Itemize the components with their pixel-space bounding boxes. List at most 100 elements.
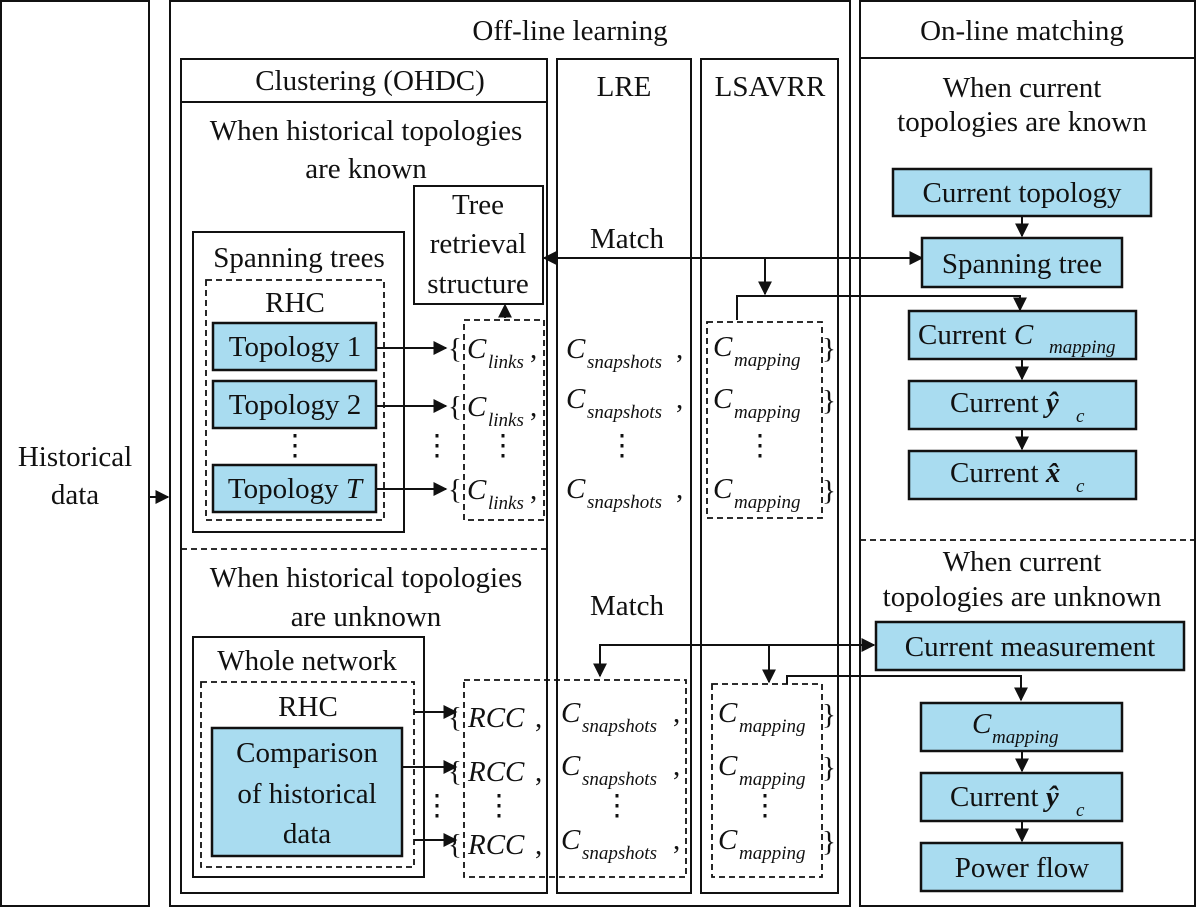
cmapping-online-box (919, 701, 1124, 753)
mapping-subscript: mapping (734, 350, 801, 371)
mapping-subscript: mapping (739, 716, 806, 737)
c-symbol: C (467, 391, 487, 423)
cmapping-to-current-arrow (736, 295, 1027, 320)
c-symbol: C (713, 331, 733, 363)
current-cmapping-label: Current C (918, 319, 1034, 351)
clinks-dashed-box (463, 319, 545, 521)
topology-t-label: Topology T (228, 473, 364, 505)
csnapshots-known-row-2: C snapshots , (566, 383, 683, 423)
comma: , (530, 391, 537, 423)
mapping-subscript: mapping (734, 492, 801, 513)
c-subscript: c (1076, 800, 1085, 821)
current-x-label: Current x̂ (950, 457, 1060, 489)
csnapshots-known-row-t: C snapshots , (566, 473, 683, 513)
c-symbol: C (566, 333, 586, 365)
power-flow-label: Power flow (955, 852, 1090, 884)
topology-1-label: Topology 1 (229, 331, 362, 363)
historical-data-label-line1: Historical (18, 441, 132, 473)
snapshots-subscript: snapshots (582, 843, 657, 864)
lsavrr-column (700, 58, 839, 894)
tree-retrieval-line1: Tree (452, 189, 504, 221)
rhc-known-box (205, 279, 385, 521)
spanning-trees-label: Spanning trees (213, 242, 385, 274)
comma: , (673, 697, 680, 729)
current-y-unknown-label: Current ŷ (950, 781, 1059, 813)
rcc-vdots: ⋮ (485, 790, 514, 822)
topology-2-label: Topology 2 (229, 389, 362, 421)
known-title-line2: are known (305, 153, 427, 185)
brace-open: { (448, 829, 462, 861)
c-symbol: C (561, 750, 581, 782)
online-unknown-title-line1: When current (943, 546, 1102, 578)
online-unknown-title-line2: topologies are unknown (883, 581, 1162, 613)
csnapshots-unknown-row-3: C snapshots , (561, 824, 680, 864)
rcc-symbol: RCC (467, 829, 525, 861)
brace-open: { (448, 756, 462, 788)
unknown-title-line1: When historical topologies (210, 562, 523, 594)
mapping-subscript: mapping (739, 843, 806, 864)
topology-t-box (211, 463, 378, 514)
c-symbol: C (713, 473, 733, 505)
cmapping-unknown-to-online-arrow (786, 675, 1028, 702)
current-topology-label: Current topology (923, 177, 1122, 209)
known-title-line1: When historical topologies (210, 115, 523, 147)
lre-column (556, 58, 692, 894)
topology-1-box (211, 321, 378, 372)
comma: , (530, 333, 537, 365)
c-symbol: C (467, 333, 487, 365)
c-subscript: c (1076, 406, 1085, 427)
current-measurement-label: Current measurement (905, 631, 1155, 663)
current-x-box (907, 449, 1138, 501)
comparison-line1: Comparison (236, 737, 378, 769)
brace-open: { (448, 391, 462, 423)
clinks-vdots: ⋮ (489, 430, 518, 462)
brace-close: } (822, 826, 836, 858)
tree-retrieval-box (413, 185, 544, 305)
snapshots-subscript: snapshots (587, 402, 662, 423)
brace-open: { (448, 474, 462, 506)
brace-close: } (822, 475, 836, 507)
mapping-subscript: mapping (739, 769, 806, 790)
topology-t-variable: T (346, 473, 364, 505)
mapping-subscript: mapping (734, 402, 801, 423)
snapshots-subscript: snapshots (587, 492, 662, 513)
comma: , (530, 474, 537, 506)
rcc-dashed-box (463, 679, 687, 878)
rcc-symbol: RCC (467, 702, 525, 734)
snapshots-subscript: snapshots (582, 716, 657, 737)
brace-close: } (822, 385, 836, 417)
cmapping-unknown-dashed-box (711, 683, 823, 878)
csnapshots-unknown-row-1: C snapshots , (561, 697, 680, 737)
links-subscript: links (488, 410, 524, 431)
comma: , (673, 824, 680, 856)
whole-network-label: Whole network (217, 645, 397, 677)
cmapping-known-vdots: ⋮ (746, 430, 775, 462)
c-symbol: C (718, 750, 738, 782)
match-known-label: Match (590, 223, 665, 255)
cmapping-known-dashed-box (706, 321, 823, 519)
comma: , (676, 473, 683, 505)
current-cmapping-box (907, 309, 1138, 361)
clustering-title: Clustering (OHDC) (255, 65, 485, 97)
c-symbol: C (561, 824, 581, 856)
topology-t-text: Topology (228, 473, 346, 505)
rhc-unknown-label: RHC (278, 691, 338, 723)
brace-close: } (822, 699, 836, 731)
mapping-subscript: mapping (1049, 337, 1116, 358)
clinks-row-1: { C links , (448, 333, 537, 373)
current-measurement-box (874, 620, 1186, 672)
spanning-tree-label: Spanning tree (942, 248, 1102, 280)
c-symbol: C (713, 383, 733, 415)
c-symbol: C (1014, 319, 1034, 351)
c-symbol: C (718, 697, 738, 729)
lsavrr-title: LSAVRR (715, 71, 826, 103)
offline-learning-title: Off-line learning (472, 15, 667, 47)
unknown-title-line2: are unknown (291, 601, 442, 633)
y-hat-symbol: ŷ (1043, 781, 1059, 813)
snapshots-subscript: snapshots (582, 769, 657, 790)
rcc-row-3: { RCC , (448, 829, 542, 861)
csnapshots-unknown-vdots: ⋮ (603, 790, 632, 822)
rcc-symbol: RCC (467, 756, 525, 788)
